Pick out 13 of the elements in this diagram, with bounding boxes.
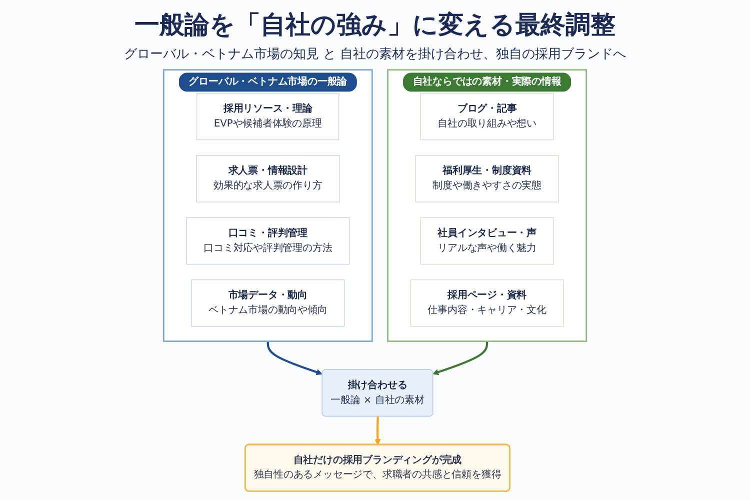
arrow <box>266 341 322 376</box>
arrow <box>374 416 381 446</box>
node-box: ブログ・記事 自社の取り組みや想い <box>420 92 554 140</box>
node-box: 市場データ・動向 ベトナム市場の動向や傾向 <box>191 279 345 327</box>
node-box: 口コミ・評判管理 口コミ対応や評判管理の方法 <box>186 217 350 265</box>
node-box: 社員インタビュー・声 リアルな声や働く魅力 <box>420 217 554 265</box>
subtitle: グローバル・ベトナム市場の知見 と 自社の素材を掛け合わせ、独自の採用ブランドへ <box>124 46 626 63</box>
title: 一般論を「自社の強み」に変える最終調整 <box>134 9 616 41</box>
node-box: 採用ページ・資料 仕事内容・キャリア・文化 <box>410 279 564 327</box>
node-box: 求人票・情報設計 効果的な求人票の作り方 <box>196 155 340 202</box>
node-box: 採用リソース・理論 EVPや候補者体験の原理 <box>196 92 340 140</box>
node-box: 福利厚生・制度資料 制度や働きやすさの実態 <box>415 155 559 202</box>
arrow <box>432 341 488 376</box>
